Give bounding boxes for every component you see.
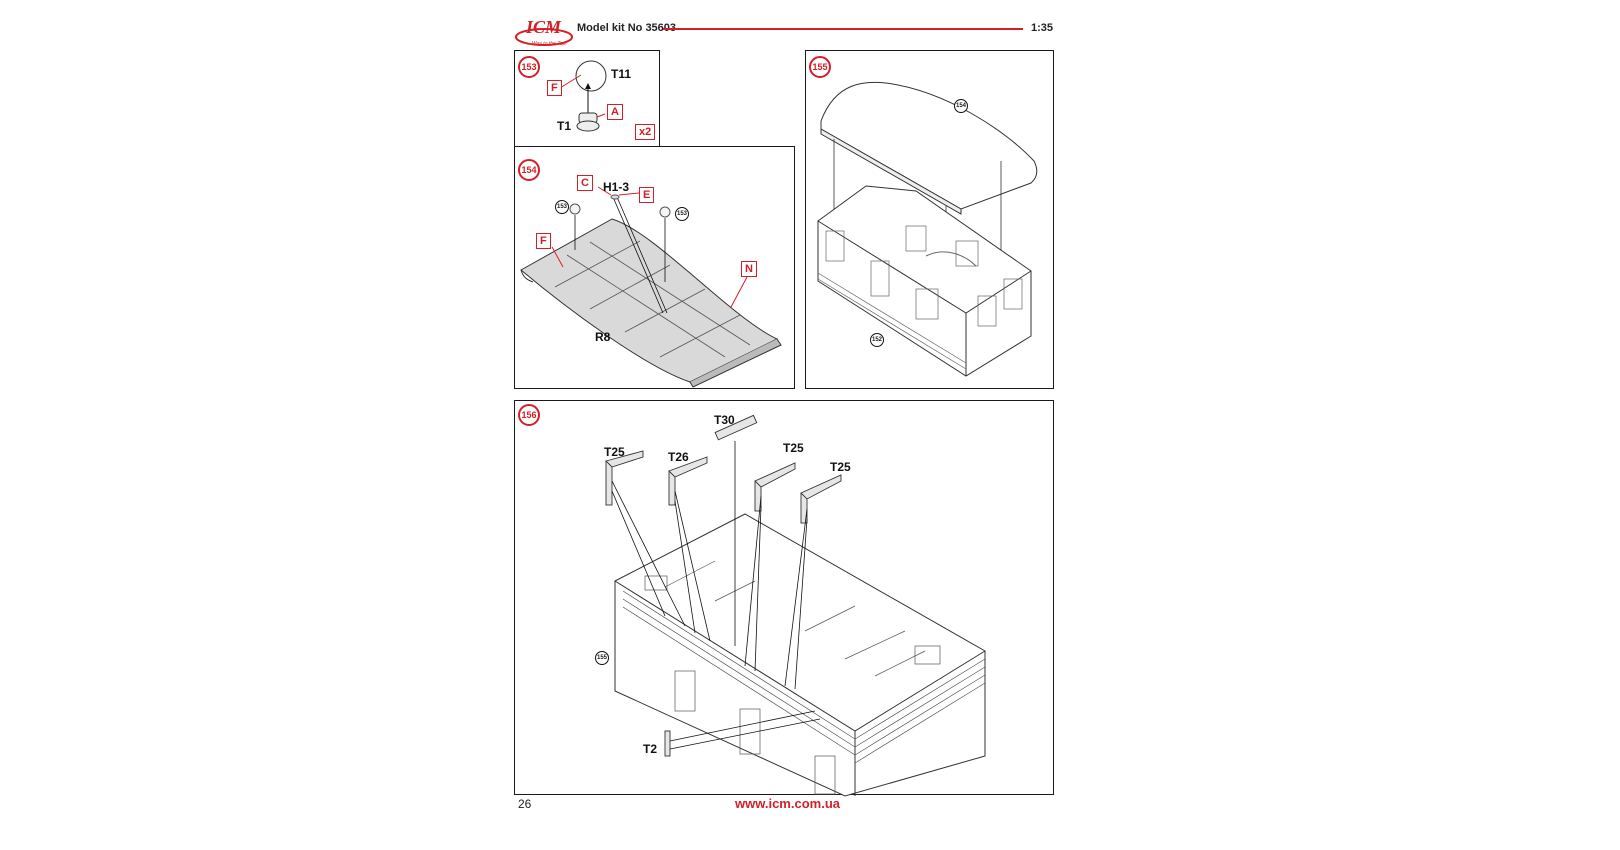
ref-154: 154 xyxy=(954,99,968,113)
step-156-panel: 156 xyxy=(514,400,1054,797)
light-bulb-assembly-drawing xyxy=(559,60,607,132)
ref-153-left: 153 xyxy=(555,200,569,214)
part-label-t2: T2 xyxy=(643,742,658,756)
tag-quantity: x2 xyxy=(635,124,656,140)
step-number-badge: 156 xyxy=(518,404,540,426)
step-number-badge: 154 xyxy=(518,159,540,181)
logo-swoosh-icon xyxy=(515,28,573,46)
roof-panel-drawing xyxy=(520,186,782,388)
step-154-panel: 154 153 153 H1-3 R8 C E F N xyxy=(514,146,795,389)
step-number-badge: 155 xyxy=(809,56,831,78)
ref-152: 152 xyxy=(870,333,884,347)
scale-label: 1:35 xyxy=(1031,22,1054,34)
tag-f: F xyxy=(536,233,551,249)
website-link[interactable]: www.icm.com.ua xyxy=(735,796,840,811)
cabin-interior-drawing xyxy=(817,81,1038,377)
step-number-badge: 153 xyxy=(518,56,540,78)
body-side-rails-drawing xyxy=(605,414,986,797)
tag-f: F xyxy=(547,80,562,96)
ref-155: 155 xyxy=(595,651,609,665)
header-rule xyxy=(663,28,1023,30)
icm-logo: ICM Way to the Top! xyxy=(514,17,578,49)
part-label-t30: T30 xyxy=(714,413,735,427)
part-label-t1: T1 xyxy=(557,119,572,133)
tag-n: N xyxy=(741,261,757,277)
part-label-r8: R8 xyxy=(595,330,611,344)
tag-e: E xyxy=(639,187,655,203)
logo-tagline: Way to the Top! xyxy=(532,41,567,47)
step-155-panel: 155 154 152 xyxy=(805,50,1054,389)
part-label-t11: T11 xyxy=(611,67,632,81)
ref-153-right: 153 xyxy=(675,207,689,221)
tag-c: C xyxy=(577,175,593,191)
part-label-t25-right: T25 xyxy=(830,460,851,474)
step-153-panel: 153 T11 T1 F A x2 xyxy=(514,50,660,147)
page-number: 26 xyxy=(518,797,532,811)
part-label-t25-mid: T25 xyxy=(783,441,804,455)
part-label-h1-3: H1-3 xyxy=(603,180,630,194)
logo-text: ICM xyxy=(526,17,562,37)
tag-a: A xyxy=(607,104,623,120)
part-label-t26: T26 xyxy=(668,450,689,464)
model-kit-title: Model kit No 35603 xyxy=(577,22,677,34)
part-label-t25-left: T25 xyxy=(604,445,625,459)
